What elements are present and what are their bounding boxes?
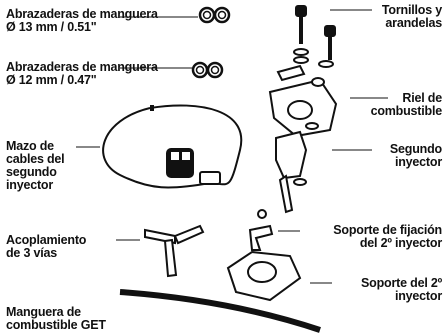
injector-support-icon (226, 250, 302, 302)
label-y-coupling-line1: Acoplamiento (6, 233, 87, 247)
label-harness-line2: cables del (6, 152, 65, 166)
label-y-coupling-line2: de 3 vías (6, 246, 58, 260)
label-clamps-12-line2: Ø 12 mm / 0.47" (6, 73, 97, 87)
mounting-bracket-icon (248, 209, 274, 251)
label-bracket-line2: del 2º inyector (359, 236, 442, 250)
label-harness-line1: Mazo de (6, 139, 54, 153)
label-fuel-hose: Manguera de combustible GET (6, 306, 106, 332)
label-bracket-line1: Soporte de fijación (333, 223, 442, 237)
label-fuel-hose-line1: Manguera de (6, 305, 81, 319)
second-injector-icon (275, 122, 319, 214)
hose-clamps-13-icon (198, 6, 231, 24)
label-second-injector-line1: Segundo (389, 142, 442, 156)
label-second-injector: Segundo inyector (390, 143, 442, 169)
label-clamps-12: Abrazaderas de manguera Ø 12 mm / 0.47" (6, 61, 158, 87)
label-harness-line4: inyector (6, 178, 54, 192)
label-screws: Tornillos y arandelas (382, 4, 442, 30)
label-fuel-hose-line2: combustible GET (6, 318, 106, 332)
label-fuel-rail-line1: Riel de (402, 91, 442, 105)
y-coupling-icon (144, 224, 205, 278)
label-clamps-13-line2: Ø 13 mm / 0.51" (6, 20, 97, 34)
label-support-line2: inyector (394, 289, 442, 303)
label-harness-line3: segundo (6, 165, 57, 179)
label-screws-line2: arandelas (385, 16, 442, 30)
label-support-line1: Soporte del 2º (361, 276, 442, 290)
label-second-injector-line2: inyector (394, 155, 442, 169)
fuel-rail-icon (268, 64, 338, 138)
label-fuel-rail: Riel de combustible (370, 91, 443, 118)
label-clamps-12-line1: Abrazaderas de manguera (6, 60, 158, 74)
hose-clamps-12-icon (191, 61, 224, 79)
screws-washers-icon (293, 5, 336, 68)
label-support: Soporte del 2º inyector (361, 277, 442, 303)
label-y-coupling: Acoplamiento de 3 vías (6, 234, 86, 260)
label-fuel-rail-line2: combustible (370, 104, 443, 118)
label-clamps-13-line1: Abrazaderas de manguera (6, 7, 158, 21)
label-bracket: Soporte de fijación del 2º inyector (333, 224, 442, 250)
label-harness: Mazo de cables del segundo inyector (6, 139, 65, 192)
label-screws-line1: Tornillos y (381, 3, 442, 17)
wiring-harness-icon (102, 104, 243, 189)
fuel-hose-icon (119, 289, 321, 333)
label-clamps-13: Abrazaderas de manguera Ø 13 mm / 0.51" (6, 8, 158, 34)
